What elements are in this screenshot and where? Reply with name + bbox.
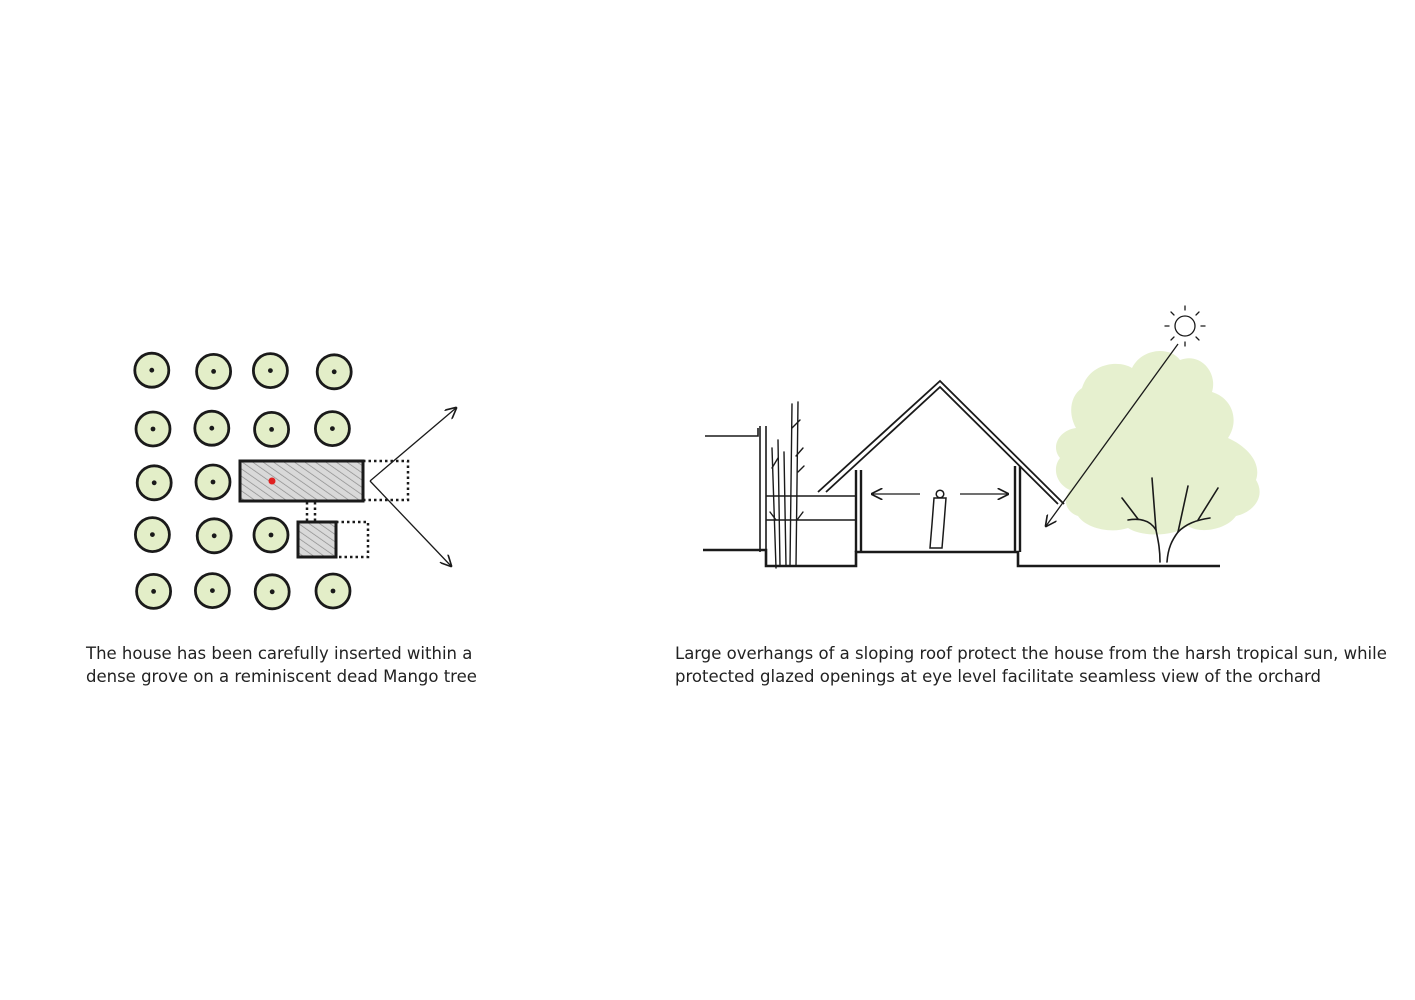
circle-tree-icon: [133, 516, 171, 553]
sun-ray-arrow: [1046, 343, 1179, 526]
caption-site-plan: The house has been carefully inserted wi…: [86, 642, 477, 688]
circle-tree-icon: [253, 573, 291, 611]
sun-icon: [1164, 305, 1206, 347]
caption-right-line-1: Large overhangs of a sloping roof protec…: [675, 644, 1387, 663]
circle-tree-icon: [313, 410, 351, 448]
tree-trunk: [1121, 477, 1219, 563]
circle-tree-icon: [193, 409, 231, 447]
circle-tree-icon: [195, 517, 233, 555]
house-walls: [854, 466, 1022, 552]
main-block-dotted-extension: [363, 459, 410, 502]
human-figure: [929, 489, 947, 549]
section-drawing: [703, 305, 1260, 569]
circle-tree-icon: [315, 353, 353, 391]
view-arrow-lower: [369, 480, 451, 566]
circle-tree-icon: [194, 463, 232, 501]
circle-tree-icon: [195, 352, 233, 390]
house-main-block: [238, 459, 365, 503]
circle-tree-icon: [135, 464, 173, 502]
view-arrow-upper: [369, 408, 456, 482]
circle-tree-icon: [133, 351, 171, 389]
circle-tree-icon: [251, 352, 289, 390]
house-small-block: [296, 520, 338, 559]
roof: [817, 379, 1065, 505]
circle-tree-icon: [135, 573, 173, 610]
left-glazing: [766, 495, 856, 521]
tree-grid: [133, 351, 353, 611]
tree-canopy: [1055, 350, 1260, 535]
small-block-dotted-extension: [336, 520, 370, 559]
caption-left-line-1: The house has been carefully inserted wi…: [86, 644, 473, 663]
circle-tree-icon: [314, 572, 352, 610]
circle-tree-icon: [193, 572, 231, 609]
caption-right-line-2: protected glazed openings at eye level f…: [675, 667, 1322, 686]
left-wall: [705, 426, 767, 560]
caption-left-line-2: dense grove on a reminiscent dead Mango …: [86, 667, 477, 686]
circle-tree-icon: [134, 410, 172, 448]
bamboo-plants: [769, 401, 805, 569]
site-plan: [133, 351, 456, 611]
caption-section: Large overhangs of a sloping roof protec…: [675, 642, 1387, 688]
red-dot-icon: [268, 477, 276, 485]
circle-tree-icon: [253, 410, 291, 448]
circle-tree-icon: [252, 516, 290, 554]
ground-line: [703, 548, 1220, 568]
